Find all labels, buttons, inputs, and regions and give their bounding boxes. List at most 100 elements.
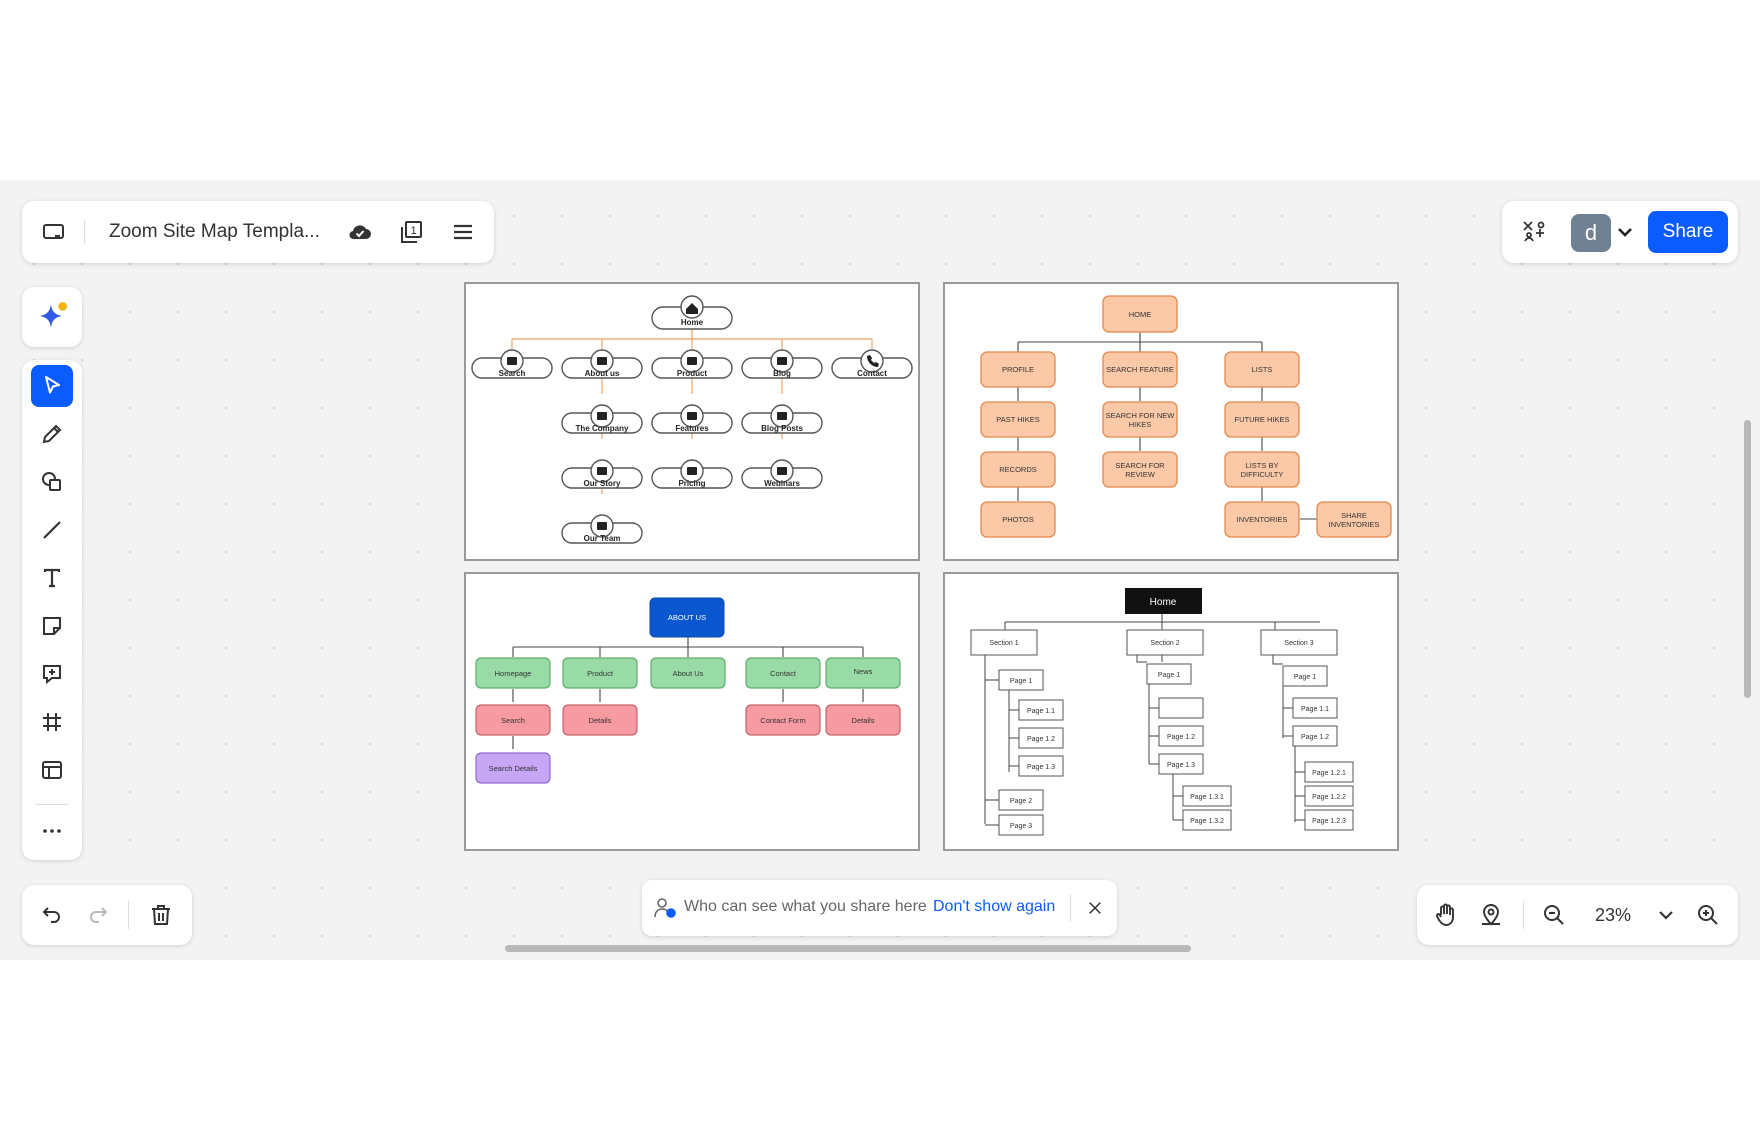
node-home: HOME — [1129, 310, 1152, 319]
page-icon — [597, 412, 607, 420]
redo-button[interactable] — [78, 895, 118, 935]
undo-icon — [42, 907, 60, 923]
map-pin-icon — [1482, 904, 1500, 926]
frame-tool[interactable] — [31, 701, 73, 743]
horizontal-scrollbar[interactable] — [505, 945, 1191, 952]
zoom-options-chevron-icon[interactable] — [1653, 895, 1679, 935]
search-icon — [507, 357, 517, 365]
node-search-feature: SEARCH FEATURE — [1106, 365, 1174, 374]
page-icon — [597, 522, 607, 530]
node-profile: PROFILE — [1002, 365, 1034, 374]
node-s3-page-1-2: Page 1.2 — [1301, 734, 1329, 741]
node-webinars: Webinars — [764, 479, 800, 488]
cloud-saved-icon[interactable] — [340, 212, 380, 252]
document-title[interactable]: Zoom Site Map Templa... — [109, 221, 320, 242]
text-icon — [43, 568, 61, 588]
app-canvas[interactable]: Zoom Site Map Templa... 1 d Share — [0, 180, 1760, 960]
node-search-review-line1: SEARCH FOR — [1115, 461, 1165, 470]
divider — [84, 220, 85, 244]
sitemap-sections-diagram: Home Section 1 Section 2 Section 3 Page … — [970, 588, 1354, 836]
node-homepage: Homepage — [495, 669, 532, 678]
meetings-icon[interactable] — [34, 212, 74, 252]
node-s2-page-1-3-2: Page 1.3.2 — [1190, 818, 1224, 825]
dont-show-again-link[interactable]: Don't show again — [933, 898, 1056, 915]
node-inventories: INVENTORIES — [1237, 515, 1288, 524]
frame-sitemap-icons[interactable]: Home Search About us Product Blog Contac… — [464, 282, 920, 561]
select-tool[interactable] — [31, 365, 73, 407]
text-tool[interactable] — [31, 557, 73, 599]
hand-tool-button[interactable] — [1426, 895, 1466, 935]
frame-sitemap-sections[interactable]: Home Section 1 Section 2 Section 3 Page … — [943, 572, 1399, 851]
node-s2-page-1: Page 1 — [1158, 672, 1180, 679]
ai-companion-panel — [22, 287, 82, 347]
user-avatar[interactable]: d — [1571, 214, 1611, 252]
top-right-bar: d Share — [1502, 201, 1738, 263]
zoom-in-button[interactable] — [1688, 895, 1728, 935]
node-search: Search — [501, 716, 525, 725]
comment-tool[interactable] — [31, 653, 73, 695]
sitemap-hiking-diagram: HOME PROFILE SEARCH FEATURE LISTS PAST H… — [980, 295, 1392, 538]
node-home: Home — [681, 318, 704, 327]
templates-icon — [42, 761, 62, 779]
frame-sitemap-colored[interactable]: ABOUT US Homepage Product About Us Conta… — [464, 572, 920, 851]
node-s1-page-1-1: Page 1.1 — [1027, 708, 1055, 715]
undo-button[interactable] — [32, 895, 72, 935]
page-icon — [597, 467, 607, 475]
node-s3-page-1-2-3: Page 1.2.3 — [1312, 818, 1346, 825]
left-toolbar — [22, 360, 82, 860]
delete-button[interactable] — [141, 895, 181, 935]
pages-button[interactable]: 1 — [391, 212, 431, 252]
node-about-us: ABOUT US — [668, 613, 706, 622]
about-us-root-node — [649, 597, 725, 638]
more-tools-button[interactable] — [31, 810, 73, 852]
node-section-2: Section 2 — [1150, 640, 1179, 647]
share-button[interactable]: Share — [1648, 211, 1728, 253]
locate-button[interactable] — [1471, 895, 1511, 935]
home-root-node — [1125, 588, 1202, 614]
node-our-story: Our Story — [584, 479, 621, 488]
node-search: Search — [499, 369, 526, 378]
sticky-note-tool[interactable] — [31, 605, 73, 647]
frame-sitemap-hiking[interactable]: HOME PROFILE SEARCH FEATURE LISTS PAST H… — [943, 282, 1399, 561]
share-visibility-toast: Who can see what you share here Don't sh… — [642, 880, 1117, 936]
line-icon — [43, 521, 61, 539]
redo-icon — [90, 907, 108, 923]
node-s3-page-1-2-1: Page 1.2.1 — [1312, 770, 1346, 777]
node-s2-page-1-2: Page 1.2 — [1167, 734, 1195, 741]
node-photos: PHOTOS — [1002, 515, 1034, 524]
close-icon — [1089, 902, 1101, 914]
top-left-bar: Zoom Site Map Templa... 1 — [22, 201, 494, 263]
node-blog: Blog — [773, 369, 791, 378]
node-contact: Contact — [770, 669, 797, 678]
node-s2-page-1-3-1: Page 1.3.1 — [1190, 794, 1224, 801]
ai-sparkle-icon[interactable] — [32, 297, 72, 337]
toolbar-divider — [35, 804, 69, 805]
divider — [1523, 901, 1524, 929]
vertical-scrollbar[interactable] — [1744, 420, 1751, 698]
node-s3-page-1-1: Page 1.1 — [1301, 706, 1329, 713]
node-our-team: Our Team — [584, 534, 621, 543]
trash-icon — [152, 905, 170, 925]
sitemap-colored-diagram: ABOUT US Homepage Product About Us Conta… — [475, 597, 901, 784]
shapes-tool[interactable] — [31, 461, 73, 503]
node-details: Details — [589, 716, 612, 725]
node-lists-difficulty-line2: DIFFICULTY — [1241, 470, 1284, 479]
pages-count: 1 — [410, 225, 416, 237]
node-product: Product — [587, 669, 614, 678]
line-tool[interactable] — [31, 509, 73, 551]
zoom-panel: 23% — [1417, 885, 1738, 945]
zoom-level[interactable]: 23% — [1595, 905, 1632, 925]
close-toast-button[interactable] — [1075, 888, 1115, 928]
page-icon — [777, 357, 787, 365]
node-news: News — [854, 667, 873, 676]
node-lists: LISTS — [1252, 365, 1273, 374]
shapes-icon — [42, 472, 61, 491]
collaborate-icon[interactable] — [1514, 212, 1554, 252]
pen-tool[interactable] — [31, 413, 73, 455]
chevron-down-icon[interactable] — [1612, 212, 1638, 252]
templates-tool[interactable] — [31, 749, 73, 791]
zoom-out-button[interactable] — [1534, 895, 1574, 935]
page-icon — [777, 412, 787, 420]
main-menu-icon[interactable] — [443, 212, 483, 252]
divider — [1070, 894, 1071, 922]
